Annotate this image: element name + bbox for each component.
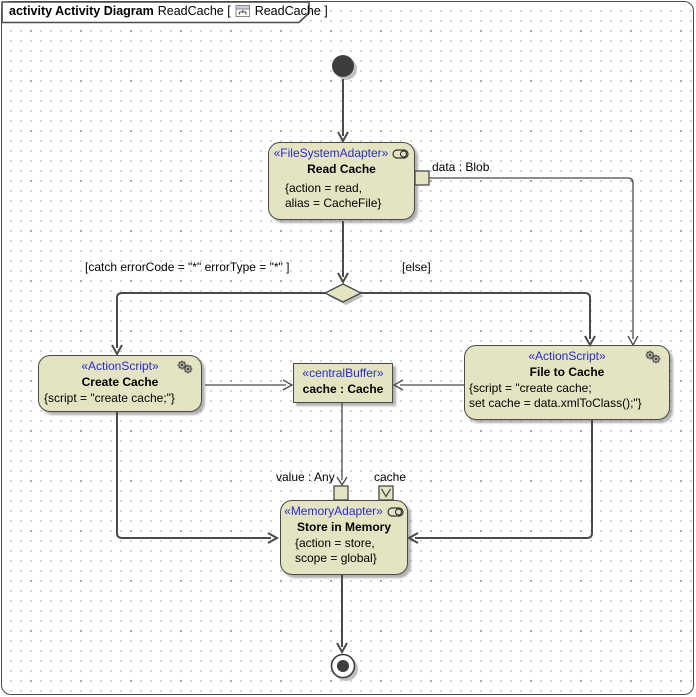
- edge-label-value-any[interactable]: value : Any: [276, 470, 335, 484]
- read-cache-prop: alias = CacheFile}: [285, 196, 382, 210]
- gears-icon: [645, 350, 661, 364]
- buffer-name: cache : Cache: [302, 382, 384, 396]
- store-in-memory-stereotype: «MemoryAdapter»: [284, 504, 383, 518]
- frame-heading[interactable]: activity Activity Diagram ReadCache [ Re…: [9, 4, 328, 18]
- read-cache-prop: {action = read,: [285, 181, 363, 195]
- create-cache-stereotype: «ActionScript»: [81, 359, 159, 373]
- gears-icon: [177, 360, 193, 374]
- diagram-name-label: ReadCache [: [157, 4, 231, 18]
- create-cache-name: Create Cache: [81, 375, 159, 389]
- edge-label-cache[interactable]: cache: [374, 470, 407, 484]
- action-store-in-memory[interactable]: «MemoryAdapter» Store in Memory {action …: [280, 500, 408, 575]
- file-to-cache-prop: set cache = data.xmlToClass();"}: [469, 396, 642, 410]
- adapter-icon: [392, 148, 409, 159]
- buffer-stereotype: «centralBuffer»: [302, 366, 384, 380]
- edge-label-else-guard[interactable]: [else]: [402, 260, 431, 274]
- store-in-memory-name: Store in Memory: [296, 520, 392, 534]
- adapter-icon: [387, 506, 404, 517]
- file-to-cache-prop: {script = "create cache;: [469, 381, 592, 395]
- edge-label-data-blob[interactable]: data : Blob: [432, 160, 490, 174]
- action-create-cache[interactable]: «ActionScript» Create Cache {script = "c…: [38, 355, 202, 412]
- create-cache-prop: {script = "create cache;"}: [44, 391, 175, 405]
- diagram-ref-label: ReadCache ]: [254, 4, 328, 18]
- frame-heading-tab[interactable]: [0, 0, 320, 26]
- diagram-kind-label: activity Activity Diagram: [9, 4, 154, 18]
- action-read-cache[interactable]: «FileSystemAdapter» Read Cache {action =…: [268, 142, 415, 220]
- activity-diagram-icon: [235, 5, 250, 17]
- central-buffer-cache[interactable]: «centralBuffer» cache : Cache: [293, 363, 393, 403]
- action-file-to-cache[interactable]: «ActionScript» File to Cache {script = "…: [464, 345, 670, 420]
- read-cache-stereotype: «FileSystemAdapter»: [273, 146, 389, 160]
- file-to-cache-name: File to Cache: [529, 365, 605, 379]
- store-in-memory-prop: {action = store,: [295, 536, 375, 550]
- read-cache-name: Read Cache: [307, 162, 376, 176]
- file-to-cache-stereotype: «ActionScript»: [528, 349, 606, 363]
- store-in-memory-prop: scope = global}: [295, 551, 377, 565]
- edge-label-catch-guard[interactable]: [catch errorCode = "*" errorType = "*" ]: [85, 260, 290, 274]
